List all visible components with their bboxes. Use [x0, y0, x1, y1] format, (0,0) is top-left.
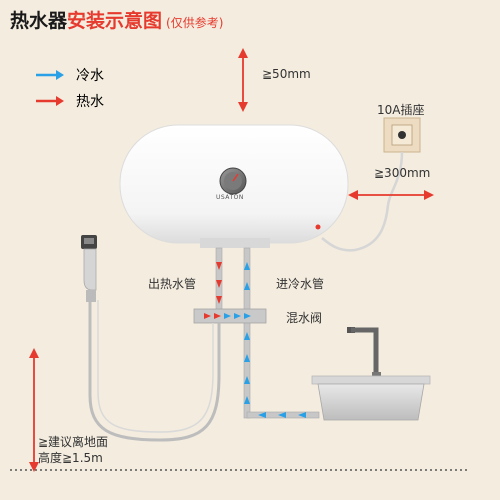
floor-height-arrow [29, 348, 39, 472]
thermostat-knob-icon[interactable] [219, 167, 247, 195]
cold-pipe-flow-arrows [244, 262, 306, 418]
legend-cold-label: 冷水 [76, 68, 104, 84]
power-cord [321, 151, 404, 252]
legend-cold-arrow [36, 70, 64, 80]
side-clearance-label: ≧300mm [374, 166, 431, 180]
page-title: 热水器安装示意图(仅供参考) [10, 6, 223, 33]
socket-label: 10A插座 [377, 103, 425, 117]
floor-height-label-1: ≧建议离地面 [38, 435, 109, 449]
mixing-valve [193, 308, 267, 324]
mixing-valve-label: 混水阀 [286, 311, 323, 325]
top-clearance-label: ≧50mm [262, 67, 311, 81]
legend-hot-arrow [36, 96, 64, 106]
shower-head-icon[interactable] [81, 235, 97, 302]
hot-pipe-flow-arrows [216, 262, 222, 304]
title-main: 热水器 [10, 10, 68, 32]
shower-hose [88, 300, 221, 442]
top-clearance-arrow [238, 48, 248, 112]
heater-brand: USATON [216, 194, 244, 201]
title-note: (仅供参考) [166, 16, 224, 30]
heater-indicator-light [315, 224, 321, 230]
hot-outlet-label: 出热水管 [148, 277, 197, 291]
sink-basin [311, 375, 431, 421]
side-clearance-arrow [348, 190, 434, 200]
floor-height-label-2: 高度≧1.5m [38, 451, 103, 465]
title-accent: 安装示意图 [67, 10, 163, 32]
cold-inlet-label: 进冷水管 [276, 277, 325, 291]
legend-hot-label: 热水 [76, 94, 104, 110]
faucet-icon[interactable] [347, 327, 381, 378]
power-socket [383, 117, 421, 153]
